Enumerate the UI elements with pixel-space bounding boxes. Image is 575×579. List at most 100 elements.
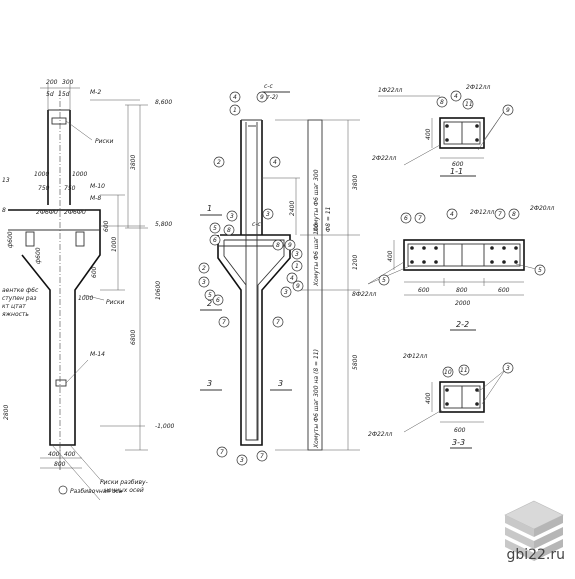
leader-line [367,261,405,285]
bubble-label: 4 [450,211,454,218]
dim-400: 400 [64,451,76,458]
annot-mid: Хомуты Ф6 шаг 100 [313,223,320,287]
total-2000: 2000 [455,300,470,307]
bubble-label: 3 [202,279,206,286]
leader-line [367,265,411,285]
bubble [272,239,284,251]
bubble [198,276,210,288]
bubble-label: 5 [213,225,217,232]
dim-600: 600 [418,287,430,294]
bubble [462,98,474,110]
leader-line [403,144,441,166]
bubble [213,156,225,168]
rebar-dot [475,124,479,128]
dim-10600: 10600 [155,281,162,300]
rebar-bottom-label: 2Ф22лл [372,155,396,162]
dim-6800: 6800 [130,330,137,345]
bubble-label: 9 [260,94,264,101]
rebar-dot [422,260,426,264]
section-3-mark: 3 [207,379,212,388]
bubble-label: 5 [538,267,542,274]
rebar-left-label: 8Ф22лл [352,291,376,298]
bubble [291,260,303,272]
bubble [262,208,274,220]
leader-line [51,444,101,501]
bubble [442,366,454,378]
rebar-dot [422,246,426,250]
bubble-label: 7 [220,449,224,456]
bubble [534,264,546,276]
dim-750: 750 [64,185,76,192]
legend-axis: Разбивочная ось [70,488,123,495]
rebar-label: 2Ф6Ф0 [36,209,58,216]
bubble-label: 8 [276,242,280,249]
dim-3800: 3800 [352,175,359,190]
rebar-dot [445,138,449,142]
bubble [218,316,230,328]
rebar-dot [490,246,494,250]
bubble [286,272,298,284]
height-label: 400 [425,128,432,140]
bubble [256,450,268,462]
dim-top-200: 200 [46,79,58,86]
section-outline [403,239,525,271]
bubble [378,274,390,286]
riski-bottom: ночных осей [104,487,144,494]
leader-line [481,369,506,405]
dim-1200: 1200 [352,255,359,270]
leader-line [65,120,93,141]
bubble-label: 3 [506,365,510,372]
section-1-mark: 1 [207,204,212,213]
bubble [436,96,448,108]
bubble [494,208,506,220]
bubble-label: 7 [222,319,226,326]
bubble [458,364,470,376]
height-label: 400 [425,392,432,404]
riski-bottom: Риски разбиву- [100,479,148,486]
bubble-label: 1 [295,263,299,270]
bubble [292,280,304,292]
dim-600: 600 [91,266,98,278]
bubble [198,262,210,274]
dim-1000: 1000 [72,171,87,178]
site-logo-icon [504,500,564,561]
section-3-3: 2Ф12лл 2Ф22лл 400 600 3-3 10 11 3 [368,353,514,449]
rebar-dot [490,260,494,264]
leader-line [65,359,89,384]
section-cage [407,243,521,267]
left-label: ступен раз [2,295,36,302]
leader-line [477,369,506,393]
annot-top2: Ф8 = 11 [325,207,332,232]
dim-top-300: 300 [62,79,74,86]
leader-line [477,109,506,151]
rebar-dot [434,246,438,250]
dim-800: 800 [456,287,468,294]
bubble [236,454,248,466]
bubble [291,248,303,260]
bar-label: 5d [46,91,54,98]
rebar-top-label: 2Ф12лл [403,353,427,360]
bubble-label: 8 [440,99,444,106]
rebar-dot [410,260,414,264]
section-3b-mark: 3 [278,379,283,388]
bubble-label: 3 [266,211,270,218]
bubble-label: 7 [260,453,264,460]
rebar-dot [514,246,518,250]
dim-750: 750 [38,185,50,192]
embed-plate-low [55,379,67,387]
rebar-dot [502,246,506,250]
rebar-dot [445,124,449,128]
console-outline [8,209,101,446]
leader-line [403,409,443,433]
bubble-label: 4 [454,93,458,100]
cut-mark-label: с-с [252,221,261,228]
rebar-bottom-label: 2Ф22лл [368,431,392,438]
mark-m14: М-14 [90,351,105,358]
bubble-label: 3 [240,457,244,464]
level-bottom: -1,000 [155,423,175,430]
bubble [450,90,462,102]
dim-1000: 1000 [111,237,118,252]
bubble [223,224,235,236]
bubble [502,362,514,374]
mark-m10: М-10 [90,183,105,190]
